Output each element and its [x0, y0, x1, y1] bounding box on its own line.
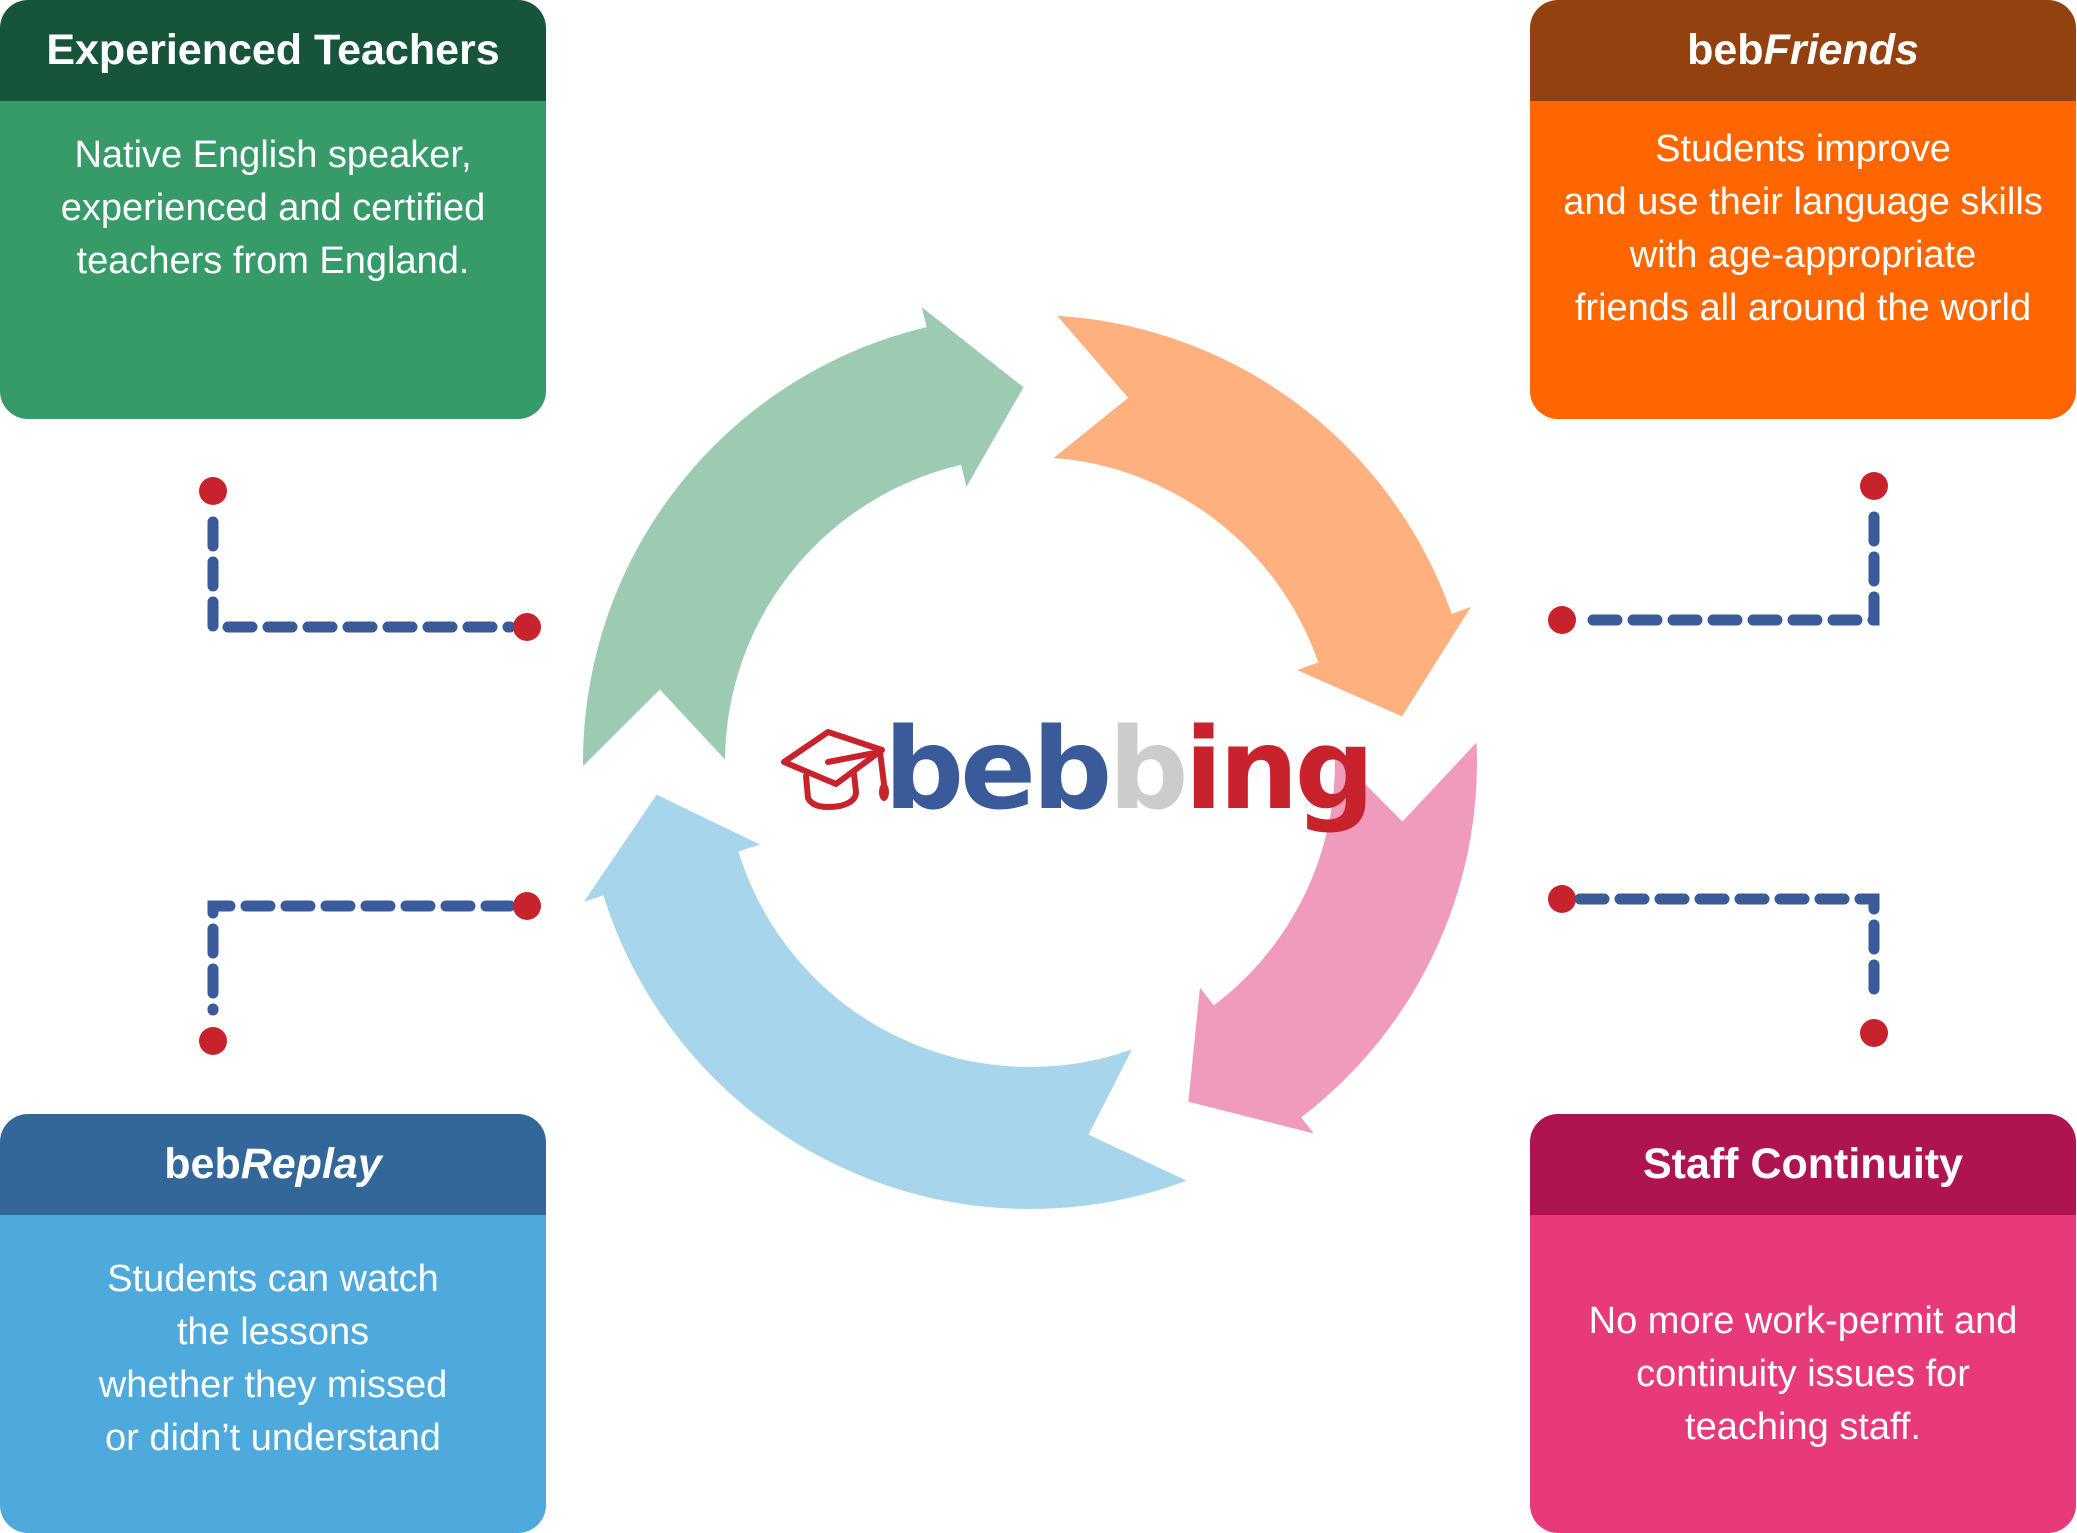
staff-continuity-card: Staff Continuity No more work-permit and… [1530, 1114, 2076, 1533]
connector-top-left-dashed-line [207, 516, 516, 633]
graduation-cap-icon [781, 729, 889, 810]
body-line: with age-appropriate [1629, 234, 1977, 276]
experienced-teachers-card: Experienced Teachers Native English spea… [0, 0, 546, 419]
ring-segment-blue [559, 781, 1212, 1219]
connector-bottom-right-dashed-line [1574, 893, 1880, 1008]
title-italic: Friends [1763, 26, 1919, 74]
connector-top-left-dot [513, 613, 541, 641]
body-line: teaching staff. [1685, 1405, 1921, 1448]
card-title: Experienced Teachers [0, 0, 546, 101]
body-line: Native English speaker, [74, 134, 472, 176]
title-prefix: beb [164, 1140, 241, 1188]
body-line: No more work-permit and [1588, 1299, 2018, 1342]
ring-segment-green [573, 281, 1037, 790]
bebbing-logo: bebbing [780, 700, 1375, 840]
ring-segment-orange [1026, 304, 1495, 730]
connector-bottom-left-dot [199, 1027, 227, 1055]
connector-top-right-dot [1548, 606, 1576, 634]
card-body: Students improve and use their language … [1530, 101, 2076, 419]
body-line: teachers from England. [76, 240, 470, 282]
title-prefix: beb [1687, 26, 1764, 74]
card-title: Staff Continuity [1530, 1114, 2076, 1215]
card-body: Native English speaker, experienced and … [0, 101, 546, 419]
connector-bottom-right-dot [1548, 885, 1576, 913]
logo-part-ing: ing [1184, 705, 1374, 835]
card-body: No more work-permit and continuity issue… [1530, 1215, 2076, 1533]
logo-part-b: b [1108, 705, 1188, 835]
logo-part-beb: beb [884, 705, 1112, 835]
body-line: and use their language skills [1563, 181, 2043, 223]
connector-top-left-dot [199, 477, 227, 505]
body-line: or didn’t understand [105, 1417, 441, 1459]
body-line: whether they missed [98, 1364, 448, 1406]
logo-wordmark: bebbing [884, 700, 1375, 840]
connector-bottom-left-dashed-line [207, 900, 516, 1016]
body-line: friends all around the world [1574, 287, 2032, 329]
connector-top-right-dot [1860, 472, 1888, 500]
body-line: experienced and certified [60, 187, 486, 229]
connector-top-right-dashed-line [1574, 511, 1880, 626]
title-italic: Replay [240, 1140, 382, 1188]
body-line: Students improve [1655, 128, 1951, 170]
card-body: Students can watch the lessons whether t… [0, 1215, 546, 1533]
ring-segment-pink [1177, 718, 1487, 1151]
body-line: the lessons [176, 1311, 370, 1353]
body-line: continuity issues for [1636, 1352, 1970, 1395]
connector-bottom-right-dot [1860, 1019, 1888, 1047]
body-line: Students can watch [107, 1258, 439, 1300]
connector-bottom-left-dot [513, 892, 541, 920]
